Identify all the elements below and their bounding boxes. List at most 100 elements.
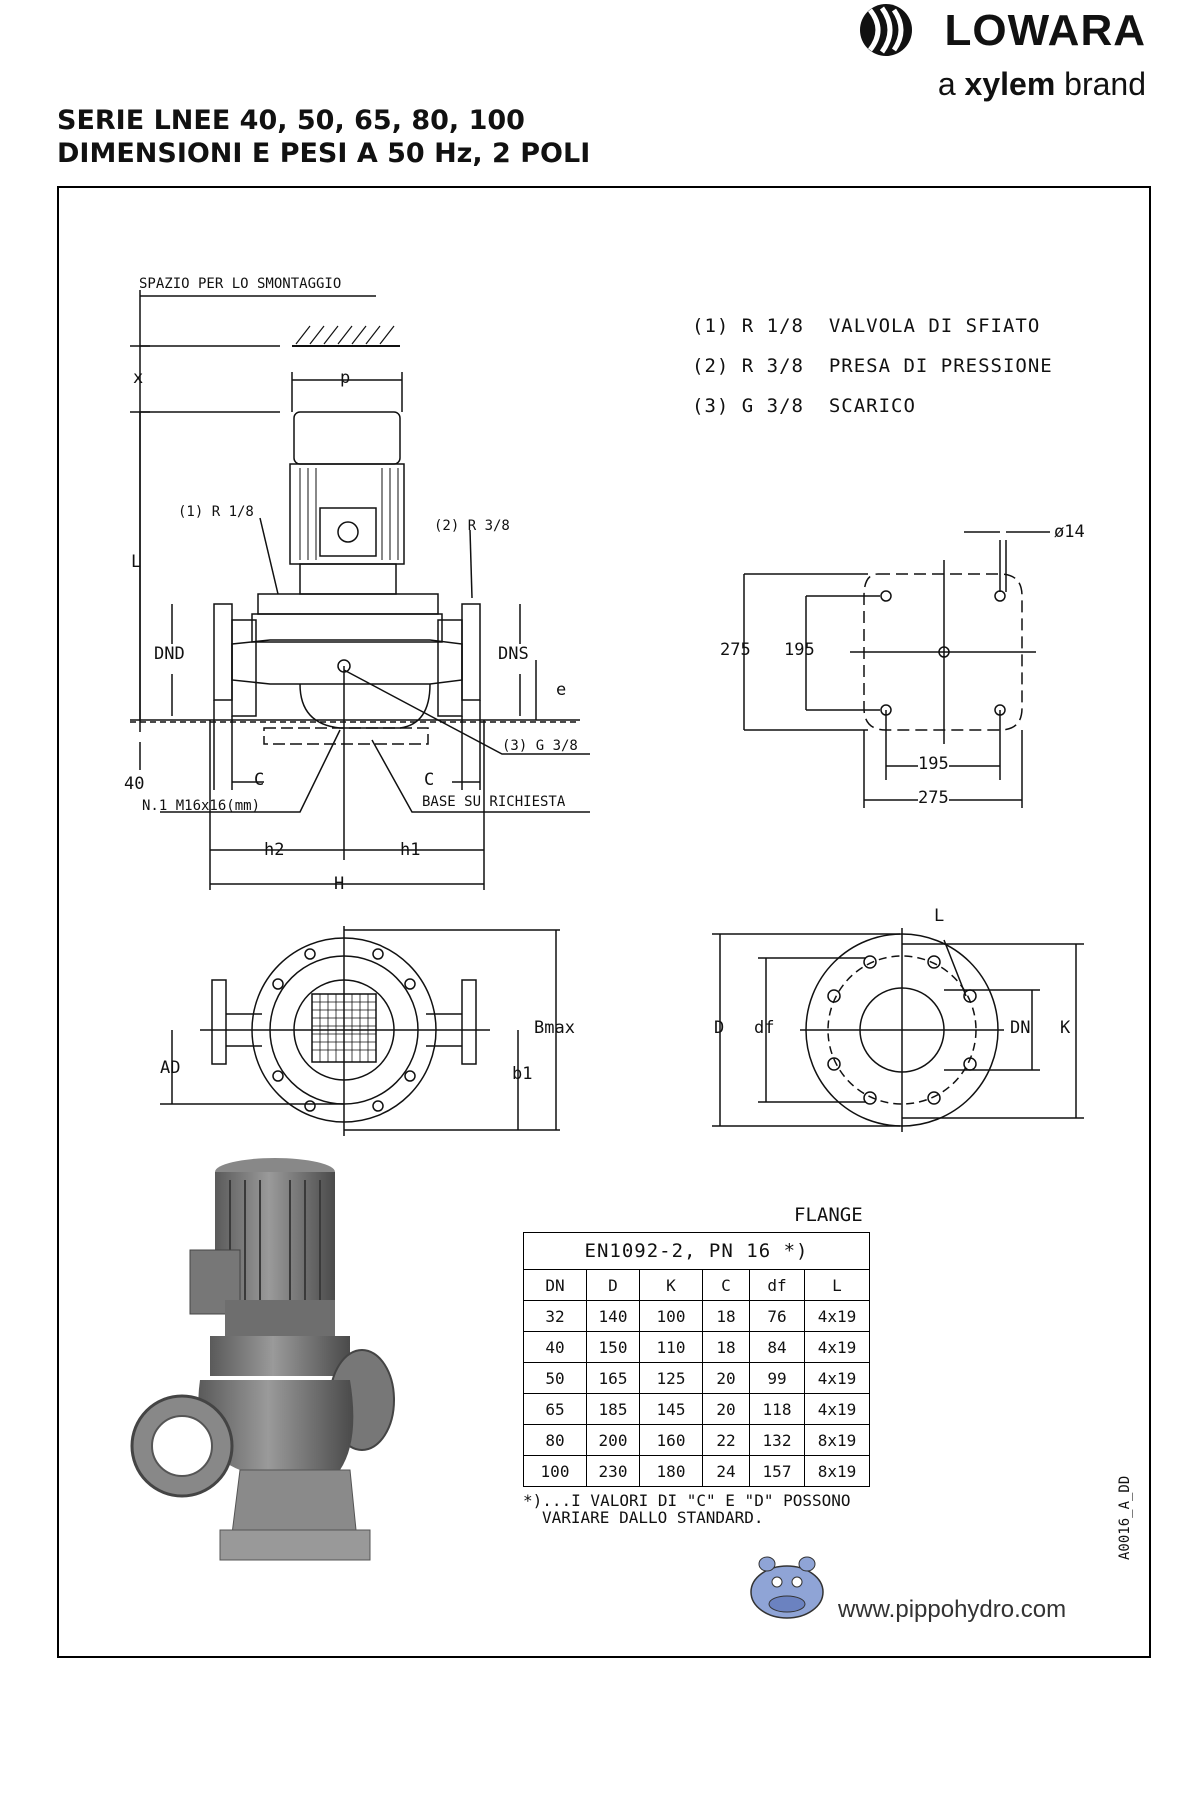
lowara-logo-icon: [860, 4, 912, 56]
table-cell: 76: [749, 1300, 805, 1332]
table-cell: 160: [639, 1424, 703, 1456]
label-x: x: [133, 368, 144, 388]
label-b1: b1: [512, 1064, 533, 1084]
column-header: L: [804, 1269, 870, 1301]
label-dnd: DND: [154, 644, 185, 664]
label-bmax: Bmax: [534, 1018, 575, 1038]
label-40: 40: [124, 774, 145, 794]
brand-name: LOWARA: [944, 6, 1146, 55]
title-line-2: DIMENSIONI E PESI A 50 Hz, 2 POLI: [57, 138, 591, 169]
label-m16: N.1 M16x16(mm): [142, 798, 261, 814]
table-cell: 4x19: [804, 1331, 870, 1363]
notes-list: (1) R 1/8 VALVOLA DI SFIATO (2) R 3/8 PR…: [692, 306, 1053, 426]
table-cell: 18: [702, 1331, 750, 1363]
table-cell: 150: [586, 1331, 640, 1363]
label-base: BASE SU RICHIESTA: [422, 794, 566, 810]
tagline-post: brand: [1064, 66, 1146, 102]
website-link[interactable]: www.pippohydro.com: [838, 1596, 1067, 1623]
note-item: (1) R 1/8 VALVOLA DI SFIATO: [692, 315, 1041, 337]
drawing-frame: [57, 186, 1151, 1658]
label-275-h: 275: [918, 788, 949, 808]
table-cell: 50: [523, 1362, 587, 1394]
table-cell: 8x19: [804, 1455, 870, 1487]
table-cell: 100: [639, 1300, 703, 1332]
table-cell: 84: [749, 1331, 805, 1363]
label-H: H: [334, 874, 345, 894]
label-c-left: C: [254, 770, 265, 790]
table-cell: 32: [523, 1300, 587, 1332]
table-cell: 4x19: [804, 1300, 870, 1332]
table-cell: 22: [702, 1424, 750, 1456]
note-item: (3) G 3/8 SCARICO: [692, 395, 916, 417]
table-cell: 125: [639, 1362, 703, 1394]
table-cell: 180: [639, 1455, 703, 1487]
label-g38: (3) G 3/8: [502, 738, 578, 754]
front-bolt-marks: [272, 948, 416, 1112]
column-header: df: [749, 1269, 805, 1301]
table-cell: 157: [749, 1455, 805, 1487]
flange-table-caption: FLANGE: [794, 1204, 863, 1226]
table-cell: 230: [586, 1455, 640, 1487]
table-cell: 185: [586, 1393, 640, 1425]
label-p: p: [340, 368, 351, 388]
table-cell: 8x19: [804, 1424, 870, 1456]
table-cell: 118: [749, 1393, 805, 1425]
base-hole-marks: [880, 590, 1006, 716]
label-h2: h2: [264, 840, 285, 860]
label-flange-D: D: [714, 1018, 725, 1038]
label-195-h: 195: [918, 754, 949, 774]
table-cell: 20: [702, 1362, 750, 1394]
brand-tagline: a xylem brand: [938, 66, 1146, 103]
footnote-line: VARIARE DALLO STANDARD.: [542, 1508, 764, 1527]
flange-footnote: *)...I VALORI DI "C" E "D" POSSONO VARIA…: [523, 1492, 851, 1526]
label-flange-K: K: [1060, 1018, 1071, 1038]
page-title: SERIE LNEE 40, 50, 65, 80, 100 DIMENSION…: [57, 104, 590, 170]
table-cell: 40: [523, 1331, 587, 1363]
label-h1: h1: [400, 840, 421, 860]
label-spazio: SPAZIO PER LO SMONTAGGIO: [139, 276, 342, 292]
side-view-drawing: [130, 290, 590, 890]
table-cell: 65: [523, 1393, 587, 1425]
hippo-mascot-icon: [750, 1556, 824, 1619]
pump-photo: [130, 1158, 395, 1561]
column-header: C: [702, 1269, 750, 1301]
note-item: (2) R 3/8 PRESA DI PRESSIONE: [692, 355, 1053, 377]
label-L: L: [131, 552, 142, 572]
table-cell: 100: [523, 1455, 587, 1487]
table-header-row: DN D K C df L: [523, 1269, 870, 1301]
label-r38: (2) R 3/8: [434, 518, 510, 534]
footnote-line: *)...I VALORI DI "C" E "D" POSSONO: [523, 1491, 851, 1510]
table-cell: 18: [702, 1300, 750, 1332]
table-cell: 145: [639, 1393, 703, 1425]
label-dns: DNS: [498, 644, 529, 664]
table-cell: 24: [702, 1455, 750, 1487]
table-cell: 4x19: [804, 1362, 870, 1394]
table-cell: 140: [586, 1300, 640, 1332]
title-line-1: SERIE LNEE 40, 50, 65, 80, 100: [57, 105, 525, 136]
flange-standard: EN1092-2, PN 16 *): [523, 1232, 870, 1270]
brand-block: LOWARA a xylem brand: [846, 0, 1146, 120]
table-cell: 132: [749, 1424, 805, 1456]
column-header: D: [586, 1269, 640, 1301]
table-cell: 200: [586, 1424, 640, 1456]
table-cell: 4x19: [804, 1393, 870, 1425]
flange-view-drawing: [712, 928, 1084, 1132]
table-cell: 165: [586, 1362, 640, 1394]
tagline-bold: xylem: [964, 66, 1056, 102]
column-header: K: [639, 1269, 703, 1301]
base-plan-drawing: [743, 531, 1050, 808]
table-cell: 99: [749, 1362, 805, 1394]
label-flange-DN: DN: [1010, 1018, 1031, 1038]
label-275-v: 275: [720, 640, 751, 660]
table-cell: 110: [639, 1331, 703, 1363]
label-195-v: 195: [784, 640, 815, 660]
table-cell: 80: [523, 1424, 587, 1456]
